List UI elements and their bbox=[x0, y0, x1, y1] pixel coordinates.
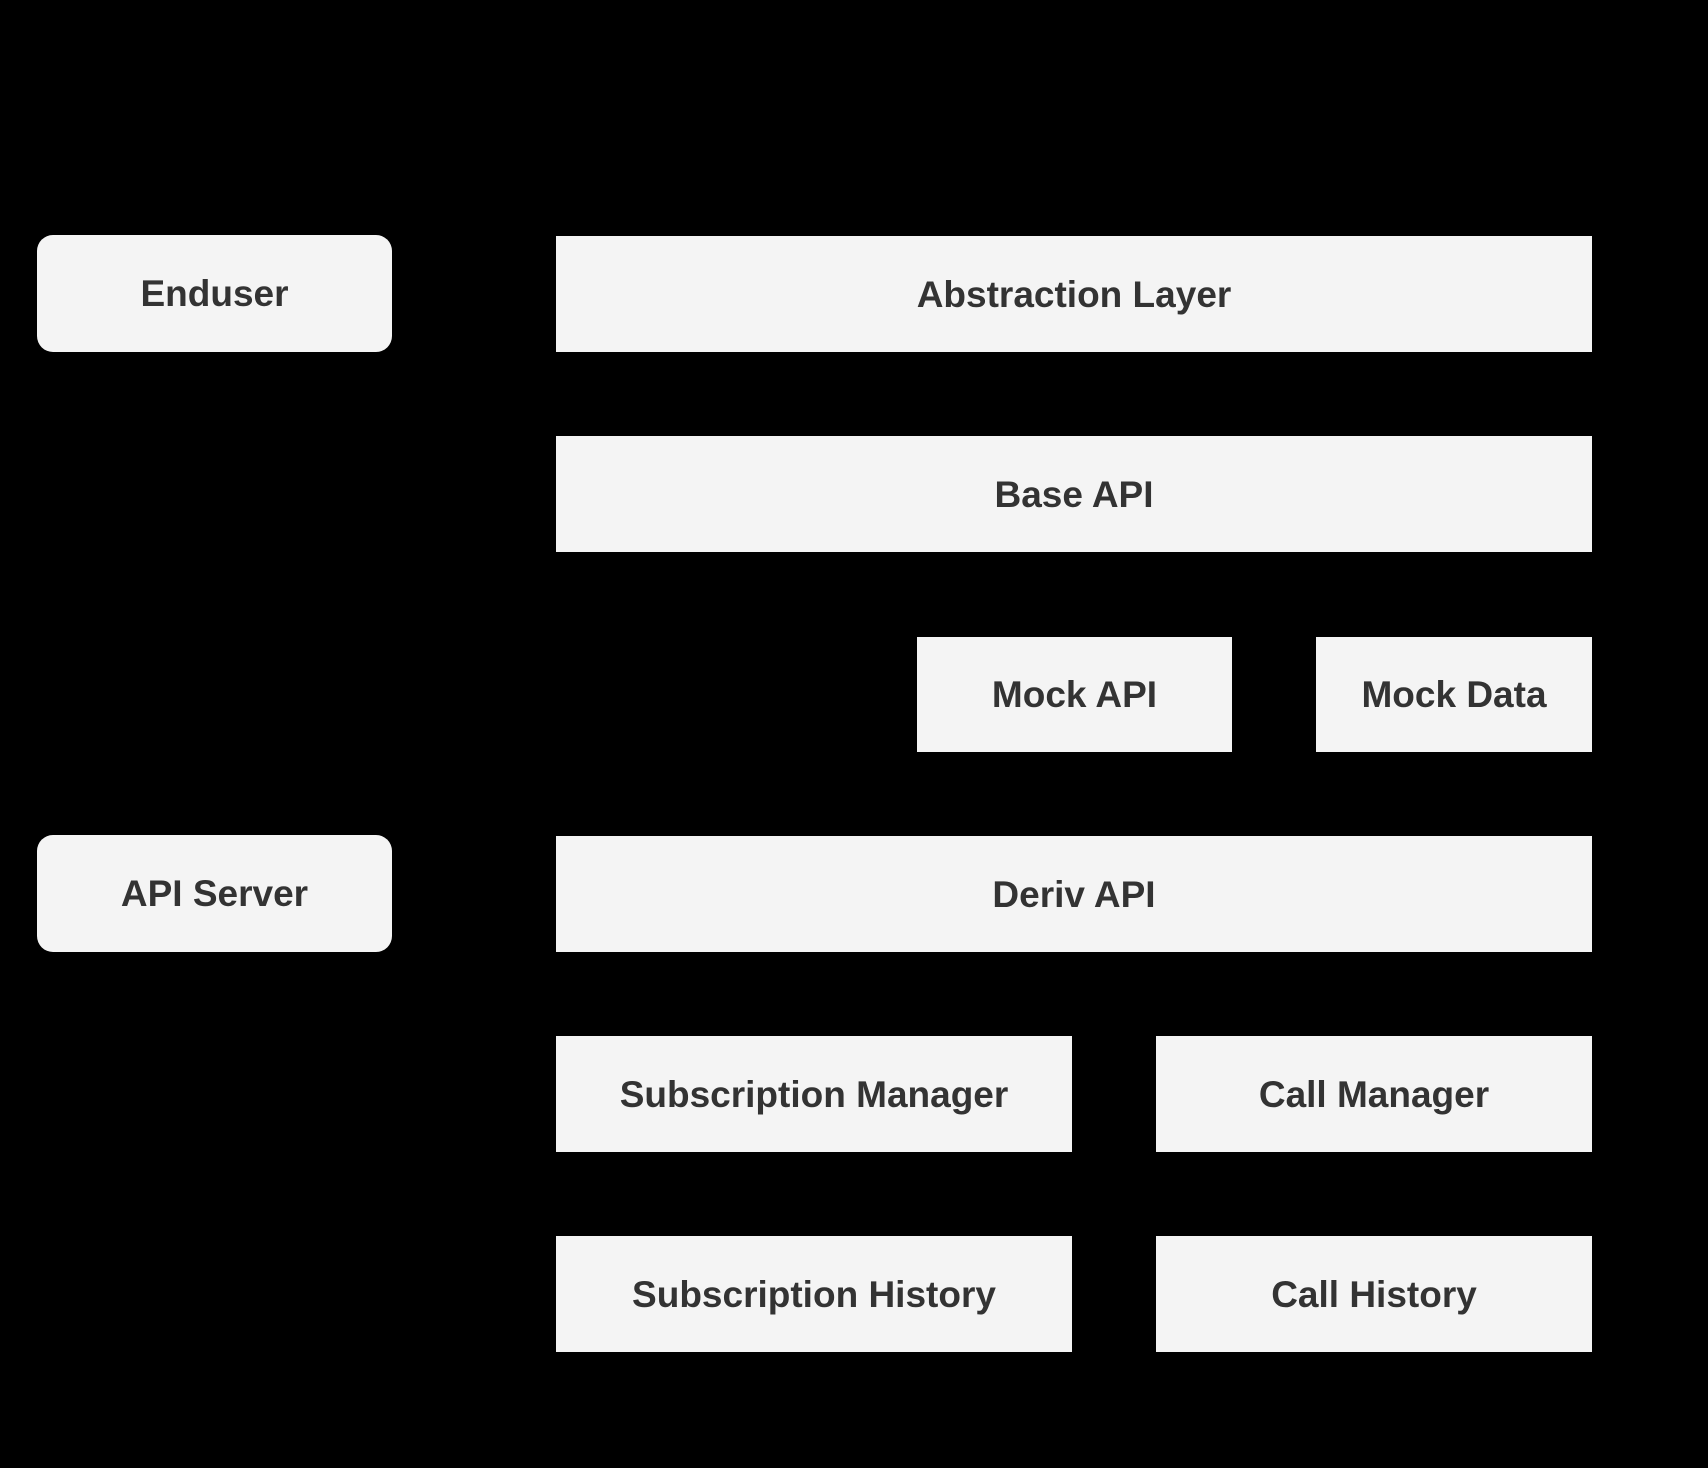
node-base-api: Base API bbox=[556, 436, 1592, 552]
node-deriv-api: Deriv API bbox=[556, 836, 1592, 952]
node-label-subscription-history: Subscription History bbox=[632, 1273, 996, 1315]
node-label-mock-api: Mock API bbox=[991, 674, 1158, 715]
node-label-call-history: Call History bbox=[1271, 1273, 1477, 1315]
node-label-subscription-manager: Subscription Manager bbox=[619, 1073, 1009, 1115]
node-label-abstraction-layer: Abstraction Layer bbox=[916, 273, 1232, 315]
node-label-deriv-api: Deriv API bbox=[992, 873, 1156, 915]
node-label-api-server: API Server bbox=[120, 873, 309, 914]
node-label-enduser: Enduser bbox=[140, 273, 289, 314]
node-call-manager: Call Manager bbox=[1156, 1036, 1592, 1152]
node-mock-api: Mock API bbox=[917, 637, 1232, 752]
node-enduser: Enduser bbox=[37, 235, 392, 352]
node-label-mock-data: Mock Data bbox=[1361, 674, 1547, 715]
node-call-history: Call History bbox=[1156, 1236, 1592, 1352]
node-label-call-manager: Call Manager bbox=[1258, 1073, 1490, 1115]
node-subscription-manager: Subscription Manager bbox=[556, 1036, 1072, 1152]
node-api-server: API Server bbox=[37, 835, 392, 952]
node-abstraction-layer: Abstraction Layer bbox=[556, 236, 1592, 352]
node-mock-data: Mock Data bbox=[1316, 637, 1592, 752]
node-subscription-history: Subscription History bbox=[556, 1236, 1072, 1352]
node-label-base-api: Base API bbox=[994, 473, 1154, 515]
